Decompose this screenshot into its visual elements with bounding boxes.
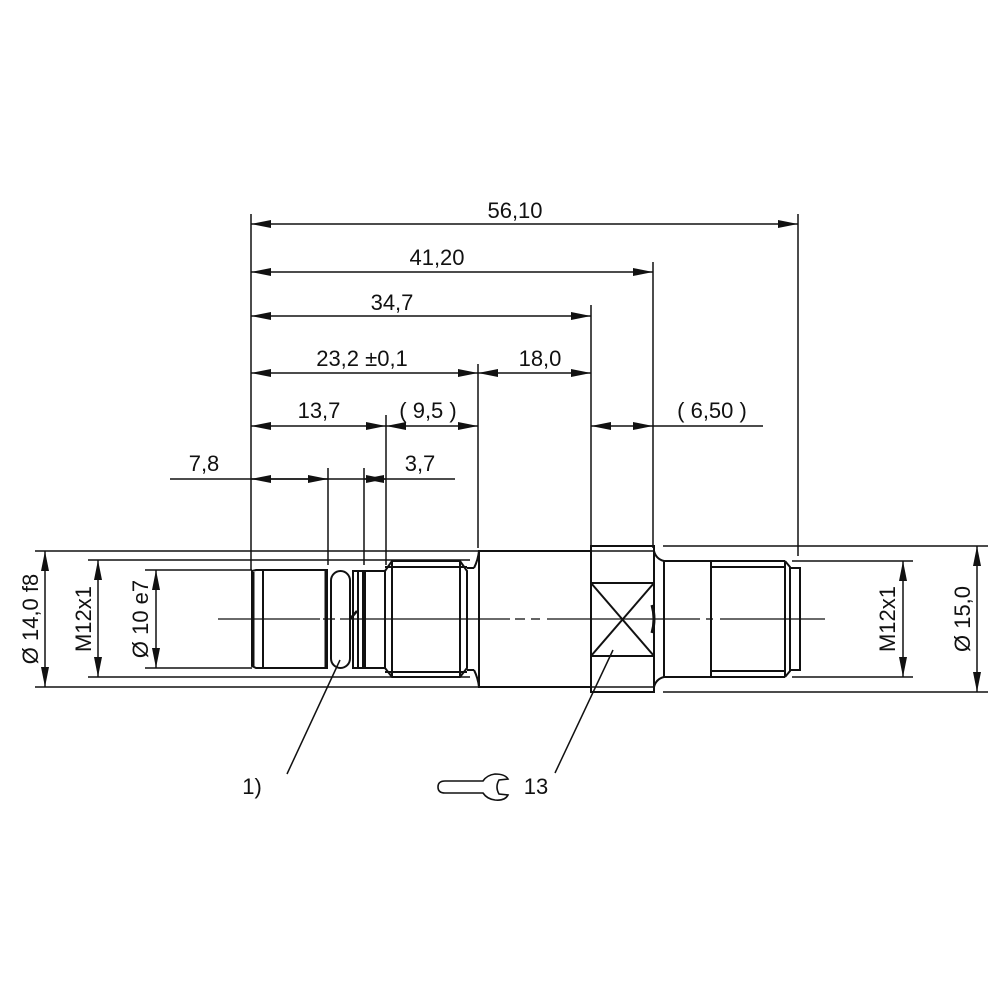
dim-41-20: 41,20 [409,245,464,270]
leader-note-1 [286,659,341,775]
dia-left-inner: Ø 10 e7 [128,580,153,658]
diameter-labels: Ø 14,0 f8 M12x1 Ø 10 e7 M12x1 Ø 15,0 [18,574,975,665]
dimension-labels: 56,10 41,20 34,7 23,2 ±0,1 18,0 13,7 ( 9… [189,198,747,476]
wrench-size-label: 13 [524,774,548,799]
dim-23-2: 23,2 ±0,1 [316,346,408,371]
wrench-icon [437,773,510,801]
dim-7-8: 7,8 [189,451,220,476]
dim-6-50: ( 6,50 ) [677,398,747,423]
dia-left-outer: Ø 14,0 f8 [18,574,43,665]
note-1-label: 1) [242,774,262,799]
dim-overall: 56,10 [487,198,542,223]
dim-13-7: 13,7 [298,398,341,423]
thread-right: M12x1 [875,586,900,652]
dia-right-outer: Ø 15,0 [950,586,975,652]
dim-18-0: 18,0 [519,346,562,371]
dim-9-5: ( 9,5 ) [399,398,456,423]
leader-wrench [554,649,614,774]
thread-left: M12x1 [71,586,96,652]
dim-3-7: 3,7 [405,451,436,476]
dim-34-7: 34,7 [371,290,414,315]
